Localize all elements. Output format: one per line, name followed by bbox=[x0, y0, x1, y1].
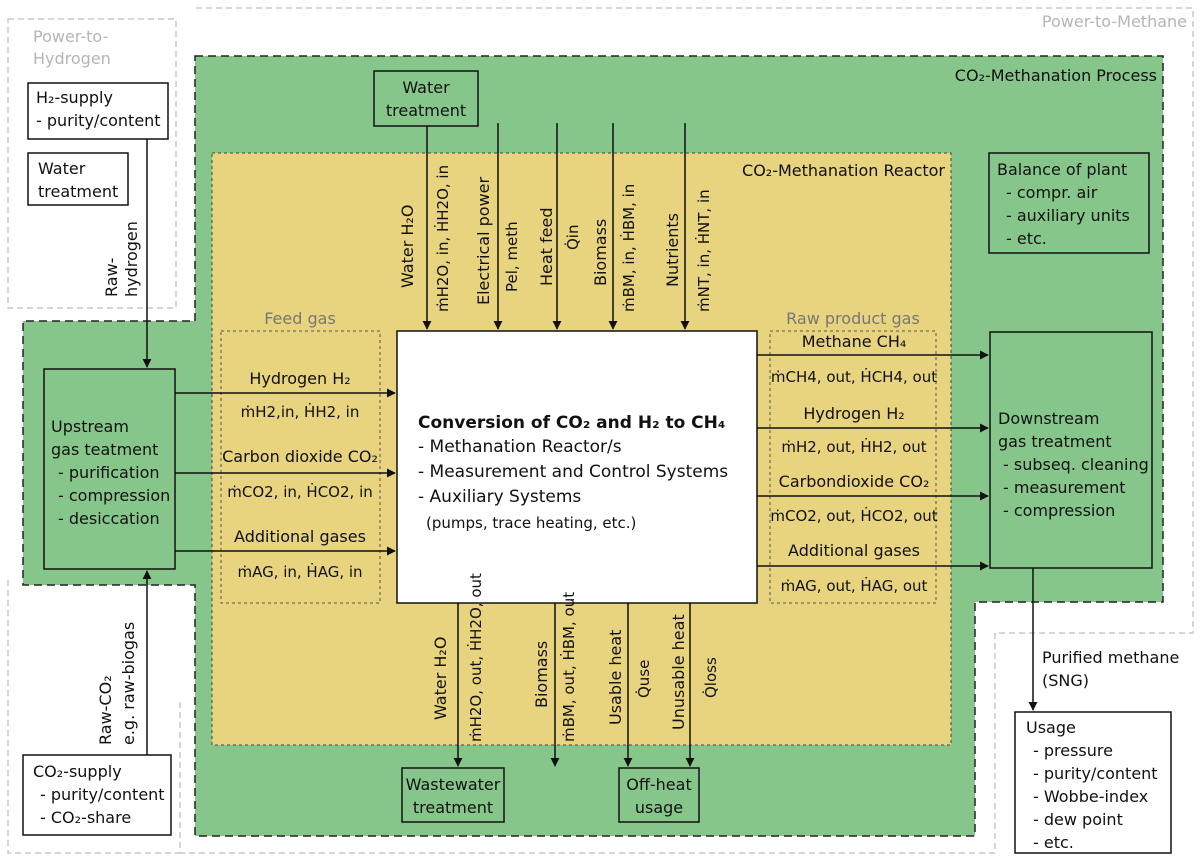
balance-of-plant-item-3: - etc. bbox=[1006, 229, 1047, 248]
conversion-item-3: - Auxiliary Systems bbox=[418, 487, 581, 507]
usage-box[interactable] bbox=[1014, 711, 1172, 854]
co2-supply-item-1: - purity/content bbox=[40, 785, 165, 804]
balance-of-plant-title: Balance of plant bbox=[997, 160, 1127, 179]
conversion-box[interactable] bbox=[396, 330, 758, 604]
co2-supply-item-2: - CO₂-share bbox=[40, 808, 131, 827]
conversion-item-1: - Methanation Reactor/s bbox=[418, 437, 622, 457]
raw-hydrogen-label-2: hydrogen bbox=[122, 221, 141, 297]
input-nutrients-name: Nutrients bbox=[663, 213, 682, 287]
product-ch4-flow: ṁCH4, out, ḢCH4, out bbox=[771, 367, 937, 386]
output-water-name: Water H₂O bbox=[431, 637, 450, 720]
product-h2-flow: ṁH2, out, ḢH2, out bbox=[781, 437, 926, 456]
power-to-methane-label: Power-to-Methane bbox=[1042, 12, 1187, 31]
wastewater-line2: treatment bbox=[413, 798, 493, 817]
output-biomass-name: Biomass bbox=[532, 641, 551, 708]
product-ag-name: Additional gases bbox=[788, 541, 920, 560]
raw-product-gas-group bbox=[769, 330, 937, 604]
feed-h2-flow: ṁH2,in, ḢH2, in bbox=[241, 402, 360, 421]
usage-item-1: - pressure bbox=[1033, 741, 1113, 760]
co2-supply-boundary bbox=[7, 580, 180, 854]
output-unusable-heat-name: Unusable heat bbox=[669, 614, 688, 730]
water-treatment-top-box[interactable] bbox=[373, 70, 479, 127]
balance-of-plant-item-2: - auxiliary units bbox=[1006, 206, 1130, 225]
power-to-hydrogen-label-1: Power-to- bbox=[33, 27, 108, 46]
input-water-flow: ṁH2O, in, ḢH2O, in bbox=[433, 165, 452, 312]
raw-product-gas-label: Raw product gas bbox=[786, 309, 920, 328]
downstream-title-1: Downstream bbox=[998, 409, 1099, 428]
input-power-name: Electrical power bbox=[474, 177, 493, 306]
downstream-item-1: - subseq. cleaning bbox=[1003, 455, 1149, 474]
offheat-box[interactable] bbox=[618, 767, 700, 823]
product-co2-flow: ṁCO2, out, ḢCO2, out bbox=[770, 506, 937, 525]
wastewater-box[interactable] bbox=[401, 767, 505, 823]
water-treatment-left-line2: treatment bbox=[38, 182, 118, 201]
upstream-title-2: gas teatment bbox=[51, 440, 158, 459]
purified-methane-label-1: Purified methane bbox=[1042, 648, 1179, 667]
product-co2-name: Carbondioxide CO₂ bbox=[779, 472, 930, 491]
power-to-hydrogen-boundary bbox=[7, 18, 177, 309]
h2-supply-title: H₂-supply bbox=[36, 88, 113, 107]
output-biomass-flow: ṁBM, out, ḢBM, out bbox=[559, 592, 578, 742]
usage-item-5: - etc. bbox=[1033, 833, 1074, 852]
feed-gas-group bbox=[220, 330, 381, 604]
product-ag-flow: ṁAG, out, ḢAG, out bbox=[781, 576, 928, 595]
usage-item-2: - purity/content bbox=[1033, 764, 1158, 783]
input-biomass-flow: ṁBM, in, ḢBM, in bbox=[619, 184, 638, 312]
co2-methanation-process-label: CO₂-Methanation Process bbox=[955, 66, 1157, 85]
co2-methanation-reactor-label: CO₂-Methanation Reactor bbox=[742, 161, 945, 180]
offheat-line2: usage bbox=[635, 798, 683, 817]
raw-co2-label-1: Raw-CO₂ bbox=[96, 675, 115, 745]
usage-item-3: - Wobbe-index bbox=[1033, 787, 1148, 806]
h2-supply-item: - purity/content bbox=[36, 111, 161, 130]
balance-of-plant-item-1: - compr. air bbox=[1006, 183, 1098, 202]
downstream-box[interactable] bbox=[989, 331, 1153, 569]
downstream-title-2: gas treatment bbox=[998, 432, 1112, 451]
upstream-item-1: - purification bbox=[58, 463, 160, 482]
input-biomass-name: Biomass bbox=[591, 219, 610, 286]
input-heat-flow: Q̇in bbox=[563, 225, 582, 250]
input-nutrients-flow: ṁNT, in, ḢNT, in bbox=[694, 189, 713, 312]
feed-co2-name: Carbon dioxide CO₂ bbox=[222, 447, 378, 466]
product-h2-name: Hydrogen H₂ bbox=[803, 404, 904, 423]
upstream-title-1: Upstream bbox=[51, 417, 129, 436]
conversion-title: Conversion of CO₂ and H₂ to CH₄ bbox=[418, 413, 725, 433]
raw-hydrogen-label-1: Raw- bbox=[102, 258, 121, 297]
feed-ag-name: Additional gases bbox=[234, 527, 366, 546]
input-power-flow: Pel, meth bbox=[503, 221, 521, 292]
balance-of-plant-box[interactable] bbox=[988, 152, 1150, 254]
usage-title: Usage bbox=[1026, 718, 1076, 737]
feed-ag-flow: ṁAG, in, ḢAG, in bbox=[237, 562, 362, 581]
water-treatment-top-line1: Water bbox=[402, 78, 450, 97]
product-ch4-name: Methane CH₄ bbox=[802, 332, 907, 351]
downstream-item-2: - measurement bbox=[1003, 478, 1125, 497]
output-usable-heat-flow: Q̇use bbox=[634, 660, 653, 698]
output-water-flow: ṁH2O, out, ḢH2O, out bbox=[466, 573, 485, 742]
co2-supply-title: CO₂-supply bbox=[33, 762, 122, 781]
output-unusable-heat-flow: Q̇loss bbox=[701, 657, 720, 698]
co2-supply-box[interactable] bbox=[22, 754, 172, 836]
input-water-name: Water H₂O bbox=[398, 205, 417, 288]
upstream-item-2: - compression bbox=[58, 486, 170, 505]
feed-h2-name: Hydrogen H₂ bbox=[249, 369, 350, 388]
raw-co2-label-2: e.g. raw-biogas bbox=[119, 622, 138, 745]
water-treatment-top-line2: treatment bbox=[386, 101, 466, 120]
feed-gas-label: Feed gas bbox=[264, 309, 336, 328]
feed-co2-flow: ṁCO2, in, ḢCO2, in bbox=[227, 482, 373, 501]
water-treatment-left-box[interactable] bbox=[27, 152, 129, 206]
output-usable-heat-name: Usable heat bbox=[606, 630, 625, 725]
power-to-hydrogen-label-2: Hydrogen bbox=[33, 49, 111, 68]
upstream-box[interactable] bbox=[43, 368, 176, 570]
offheat-line1: Off-heat bbox=[626, 775, 691, 794]
downstream-item-3: - compression bbox=[1003, 501, 1115, 520]
wastewater-line1: Wastewater bbox=[406, 775, 501, 794]
h2-supply-box[interactable] bbox=[27, 82, 169, 140]
upstream-item-3: - desiccation bbox=[58, 509, 160, 528]
purified-methane-label-2: (SNG) bbox=[1042, 671, 1089, 690]
conversion-item-2: - Measurement and Control Systems bbox=[418, 462, 728, 482]
usage-item-4: - dew point bbox=[1033, 810, 1123, 829]
conversion-note: (pumps, trace heating, etc.) bbox=[426, 514, 636, 532]
water-treatment-left-line1: Water bbox=[38, 159, 86, 178]
input-heat-name: Heat feed bbox=[537, 207, 556, 286]
